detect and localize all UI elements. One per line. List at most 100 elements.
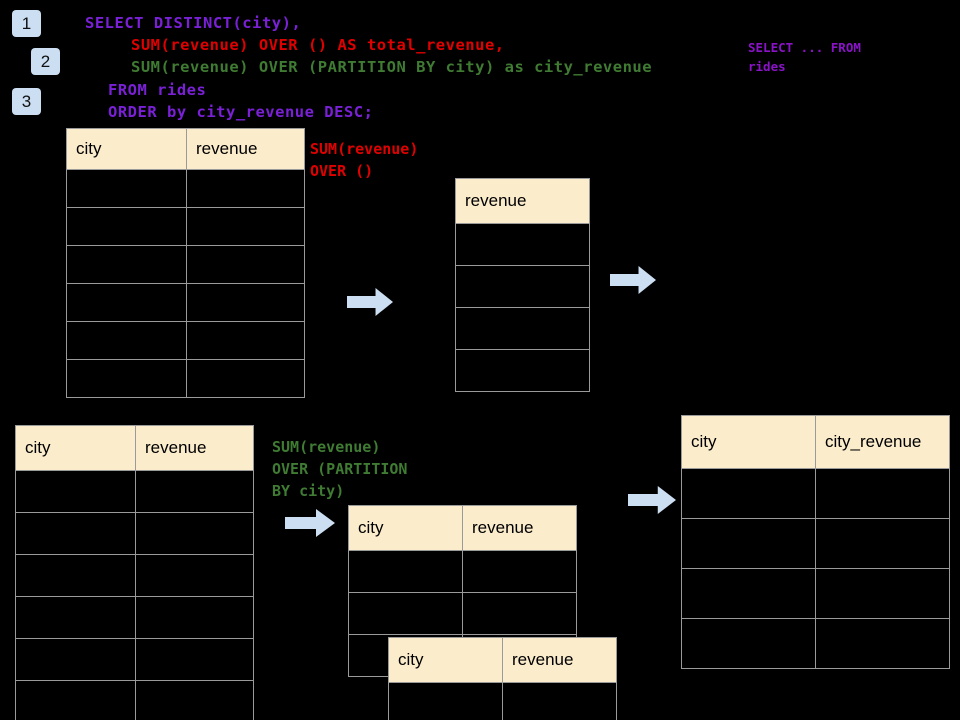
table-cell [388, 682, 503, 720]
annotation-sum-over-partition-line-2: OVER (PARTITION [272, 460, 408, 478]
table-cell [66, 207, 187, 246]
table-cell [681, 468, 816, 519]
annotation-sum-over-empty-line-2: OVER () [310, 162, 374, 180]
table-cell [135, 554, 254, 597]
table-cell [815, 618, 950, 669]
table-cell [681, 518, 816, 569]
table-row [15, 512, 254, 555]
table-row [681, 618, 950, 669]
table-row [15, 470, 254, 513]
column-header-revenue: revenue [135, 425, 254, 471]
table-cell [66, 169, 187, 208]
column-header-city: city [15, 425, 136, 471]
table-cell [135, 680, 254, 720]
table-cell [186, 321, 305, 360]
step-badge-3: 3 [12, 88, 41, 115]
annotation-sum-over-partition: SUM(revenue) OVER (PARTITION BY city) [272, 436, 407, 502]
sql-line-3: SUM(revenue) OVER (PARTITION BY city) as… [131, 58, 653, 76]
table-cell [15, 638, 136, 681]
table-row [66, 321, 305, 360]
table-row [15, 680, 254, 720]
step-badge-1: 1 [12, 10, 41, 37]
column-header-revenue: revenue [462, 505, 577, 551]
column-header-city: city [66, 128, 187, 170]
step-badge-2: 2 [31, 48, 60, 75]
table-cell [135, 596, 254, 639]
column-header-city_revenue: city_revenue [815, 415, 950, 469]
table-cell [681, 618, 816, 669]
table-row [455, 223, 590, 266]
annotation-select-from-rides: SELECT ... FROM rides [748, 38, 861, 76]
table-cell [455, 307, 590, 350]
table-cell [681, 568, 816, 619]
table-cell [455, 265, 590, 308]
table-row [681, 518, 950, 569]
arrow-source-to-partition-icon [285, 508, 335, 538]
table-cell [66, 245, 187, 284]
table-row [15, 596, 254, 639]
table-row [15, 638, 254, 681]
table-row [388, 682, 617, 720]
annotation-sum-over-empty-line-1: SUM(revenue) [310, 140, 419, 158]
table-row [66, 283, 305, 322]
table-cell [455, 349, 590, 392]
table-cell [15, 512, 136, 555]
annotation-select-from-rides-line-1: SELECT ... FROM [748, 40, 861, 55]
sql-line-1: SELECT DISTINCT(city), [85, 14, 302, 32]
table-cell [66, 283, 187, 322]
column-header-city: city [348, 505, 463, 551]
annotation-sum-over-partition-line-1: SUM(revenue) [272, 438, 381, 456]
table-cell [502, 682, 617, 720]
column-header-city: city [681, 415, 816, 469]
table-row [455, 307, 590, 350]
table-cell [15, 470, 136, 513]
table-cell [815, 568, 950, 619]
table-cell [15, 680, 136, 720]
table-row [455, 349, 590, 392]
table-total-revenue: revenue [455, 178, 590, 392]
table-cell [186, 359, 305, 398]
table-cell [455, 223, 590, 266]
column-header-revenue: revenue [455, 178, 590, 224]
table-cell [66, 359, 187, 398]
table-cell [186, 207, 305, 246]
arrow-partition-to-result-icon [628, 485, 676, 515]
table-row [66, 169, 305, 208]
table-row [455, 265, 590, 308]
table-cell [135, 470, 254, 513]
table-row [66, 245, 305, 284]
table-row [681, 568, 950, 619]
arrow-source-to-total-icon [347, 287, 393, 317]
annotation-sum-over-empty: SUM(revenue) OVER () [310, 138, 418, 182]
table-cell [815, 518, 950, 569]
table-cell [186, 169, 305, 208]
table-row [348, 550, 577, 593]
table-cell [15, 596, 136, 639]
table-cell [135, 638, 254, 681]
table-row [66, 207, 305, 246]
arrow-total-to-result-icon [610, 265, 656, 295]
annotation-sum-over-partition-line-3: BY city) [272, 482, 345, 500]
table-cell [815, 468, 950, 519]
table-cell [15, 554, 136, 597]
table-cell [186, 245, 305, 284]
table-cell [462, 592, 577, 635]
column-header-city: city [388, 637, 503, 683]
column-header-revenue: revenue [502, 637, 617, 683]
table-row [348, 592, 577, 635]
sql-line-2: SUM(revenue) OVER () AS total_revenue, [131, 36, 505, 54]
table-cell [462, 550, 577, 593]
annotation-select-from-rides-line-2: rides [748, 59, 786, 74]
table-row [681, 468, 950, 519]
table-row [15, 554, 254, 597]
table-cell [135, 512, 254, 555]
